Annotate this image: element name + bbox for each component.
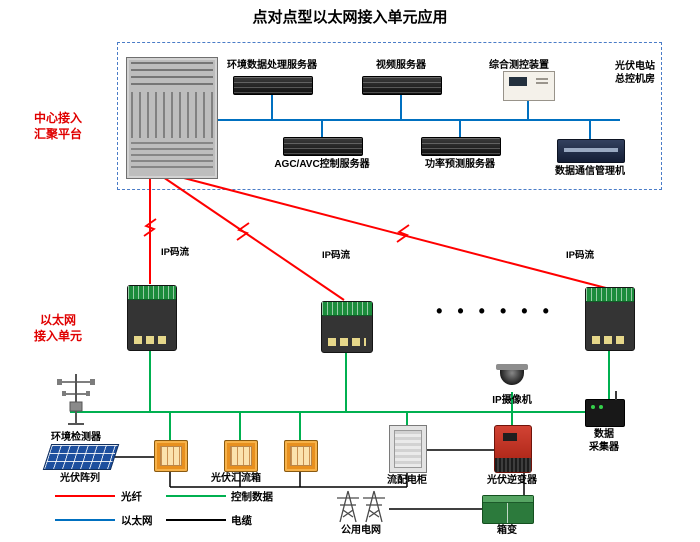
fiber-break-icon [143, 218, 157, 237]
legend-ethernet-line [55, 519, 115, 521]
comm-manager-label: 数据通信管理机 [555, 166, 625, 177]
video-server-label: 视频服务器 [376, 60, 426, 71]
pv-array-icon [42, 444, 120, 470]
pv-inverter-label: 光伏逆变器 [487, 475, 537, 486]
pv-combiner-box-2 [224, 440, 258, 472]
integrated-monitor-device [503, 71, 555, 101]
fiber-link [179, 176, 607, 289]
legend-ethernet-label: 以太网 [121, 515, 153, 527]
power-forecast-server [421, 137, 501, 156]
ethernet-access-switch-2 [321, 301, 373, 353]
dc-cabinet-label: 流配电柜 [387, 475, 427, 486]
dc-distribution-cabinet [389, 425, 427, 473]
env-data-server [233, 76, 313, 95]
monitor-device-label: 综合测控装置 [489, 60, 549, 71]
center-platform-label: 中心接入 汇聚平台 [33, 111, 82, 142]
ip-stream-label-2: IP码流 [322, 250, 350, 261]
pv-combiner-box-3 [284, 440, 318, 472]
legend-fiber-label: 光纤 [121, 491, 142, 503]
ethernet-access-switch-3 [585, 287, 635, 351]
ethernet-lines [216, 93, 620, 140]
agc-server-label: AGC/AVC控制服务器 [274, 159, 370, 170]
diagram-title: 点对点型以太网接入单元应用 [252, 9, 448, 26]
transmission-towers-icon [337, 490, 385, 523]
data-collector-device [585, 391, 625, 427]
ethernet-access-unit-label: 以太网 接入单元 [33, 313, 82, 344]
fiber-break-icons [143, 218, 410, 243]
legend-control-line [166, 495, 226, 497]
video-server [362, 76, 442, 95]
ip-camera-icon [496, 364, 528, 392]
control-room-label: 光伏电站 总控机房 [615, 61, 655, 85]
power-server-label: 功率预测服务器 [425, 159, 495, 170]
legend-cable-line [166, 519, 226, 521]
env-detector-label: 环境检测器 [51, 432, 101, 443]
control-data-lines [70, 349, 610, 440]
box-transformer-device [482, 495, 534, 524]
legend-control-label: 控制数据 [231, 491, 273, 503]
pv-array-label: 光伏阵列 [60, 473, 100, 484]
ellipsis-dots: • • • • • • [436, 301, 554, 321]
ip-camera-label: IP摄像机 [492, 395, 532, 406]
ethernet-access-switch-1 [127, 285, 177, 351]
cable-lines [110, 449, 525, 510]
agc-avc-server [283, 137, 363, 156]
control-room-boundary [117, 42, 662, 190]
ip-stream-label-1: IP码流 [161, 247, 189, 258]
weather-station-icon [57, 374, 95, 425]
pv-inverter-device [494, 425, 532, 473]
pv-combiner-box-1 [154, 440, 188, 472]
fiber-lines [149, 176, 607, 301]
fiber-break-icon [396, 224, 410, 243]
ip-stream-label-3: IP码流 [566, 250, 594, 261]
core-aggregation-rack [126, 57, 218, 179]
data-comm-manager [557, 139, 625, 163]
data-collector-label: 数据 采集器 [589, 429, 619, 453]
box-transformer-label: 箱变 [497, 525, 517, 536]
public-grid-label: 公用电网 [341, 525, 381, 536]
fiber-link [162, 176, 345, 301]
legend-fiber-line [55, 495, 115, 497]
legend-cable-label: 电缆 [231, 515, 252, 527]
fiber-break-icon [236, 222, 250, 241]
pv-combiner-label: 光伏汇流箱 [211, 473, 261, 484]
env-server-label: 环境数据处理服务器 [227, 60, 317, 71]
